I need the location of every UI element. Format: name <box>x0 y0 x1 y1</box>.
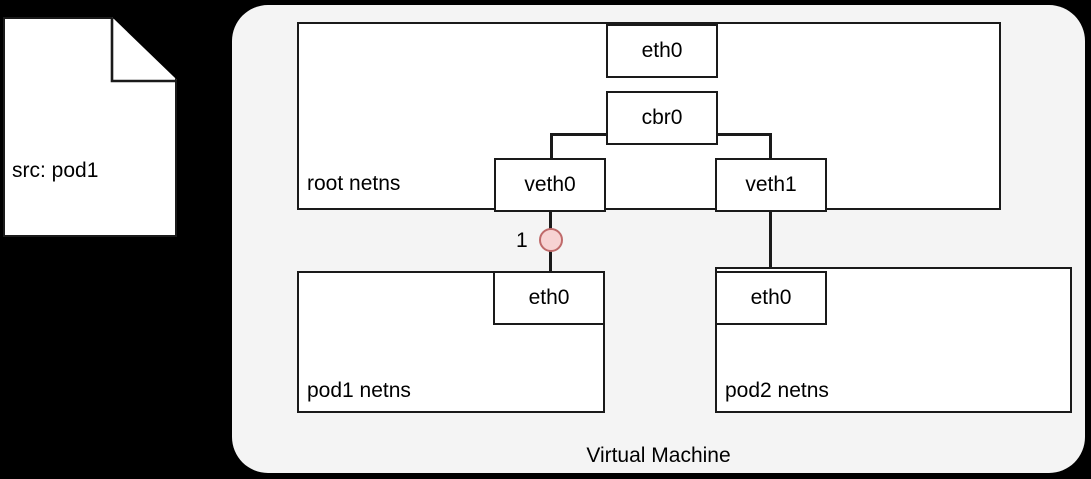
root-netns-label: root netns <box>307 172 401 195</box>
note-src-line: src: pod1 <box>12 159 99 182</box>
virtual-machine-label: Virtual Machine <box>586 444 731 467</box>
note-dst-line: dst: pod2 <box>12 249 99 272</box>
connector-cbr0-veth1-horizontal <box>714 133 772 136</box>
connector-veth0-marker-upper <box>549 208 552 234</box>
cbr0-label: cbr0 <box>641 106 683 129</box>
connector-cbr0-veth0-horizontal <box>550 133 608 136</box>
root-eth0-box <box>606 24 718 78</box>
marker-step-1 <box>539 228 563 252</box>
pod1-eth0-box <box>493 271 605 325</box>
cbr0-box <box>606 91 718 145</box>
pod2-eth0-label: eth0 <box>750 286 792 309</box>
pod2-netns-label: pod2 netns <box>725 379 829 402</box>
pod2-eth0-box <box>715 271 827 325</box>
veth1-label: veth1 <box>745 173 797 196</box>
connector-cbr0-veth1-vertical <box>769 133 772 160</box>
packet-note-text: src: pod1 dst: pod2 <box>12 96 98 336</box>
connector-veth1-pod2 <box>769 208 772 273</box>
root-eth0-label: eth0 <box>641 39 683 62</box>
pod1-netns-label: pod1 netns <box>307 379 411 402</box>
veth0-box <box>494 158 606 212</box>
connector-cbr0-veth0-vertical <box>550 133 553 160</box>
pod1-eth0-label: eth0 <box>528 286 570 309</box>
veth1-box <box>715 158 827 212</box>
veth0-label: veth0 <box>524 173 576 196</box>
connector-veth0-pod1-lower <box>549 249 552 273</box>
marker-step-1-label: 1 <box>516 229 528 252</box>
